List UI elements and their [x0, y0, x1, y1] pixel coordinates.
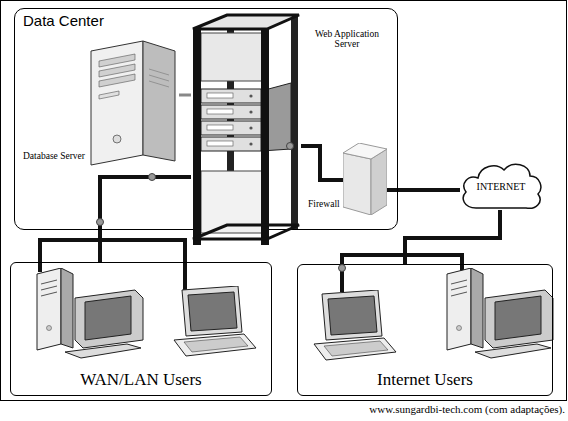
- node-label: INTERNET: [460, 181, 542, 192]
- web-application-server-shape: [191, 13, 301, 247]
- network-link: [405, 210, 500, 264]
- node-label: Web Application Server: [304, 29, 390, 50]
- database-server-shape: [87, 39, 179, 167]
- firewall-icon: [343, 143, 387, 215]
- network-link: [179, 94, 191, 97]
- web-application-server: Web Application Server: [191, 13, 301, 247]
- internet-cloud: INTERNET: [460, 160, 542, 210]
- junction-dot: [97, 219, 104, 226]
- node-label: Data Center: [23, 13, 104, 30]
- figure-frame: [1, 1, 567, 401]
- node-label: Internet Users: [298, 371, 552, 390]
- wan-lan-users-box: WAN/LAN Users: [10, 262, 272, 396]
- internet-wires: [342, 253, 462, 292]
- source-caption: www.sungardbi-tech.com (com adaptações).: [369, 403, 565, 415]
- desktop-computer: [447, 268, 553, 358]
- network-link: [100, 177, 191, 262]
- node-label: Firewall: [308, 199, 340, 209]
- laptop-computer: [314, 290, 396, 360]
- junction-dot: [339, 265, 346, 272]
- laptop-computer: [174, 286, 256, 356]
- database-server-icon: [91, 41, 175, 165]
- web-application-server-icon: [193, 15, 299, 245]
- internet-users-box: Internet Users: [297, 264, 553, 396]
- firewall: Firewall: [343, 143, 387, 215]
- node-label: Database Server: [23, 151, 85, 161]
- network-link: [301, 146, 343, 180]
- firewall-shape: [343, 143, 387, 215]
- junction-dot: [149, 174, 156, 181]
- desktop-computer: [37, 268, 143, 358]
- node-label: WAN/LAN Users: [11, 371, 271, 390]
- database-server: Database Server: [87, 39, 179, 167]
- data-center-box: Data CenterDatabase Server Web Applicatio…: [14, 8, 398, 230]
